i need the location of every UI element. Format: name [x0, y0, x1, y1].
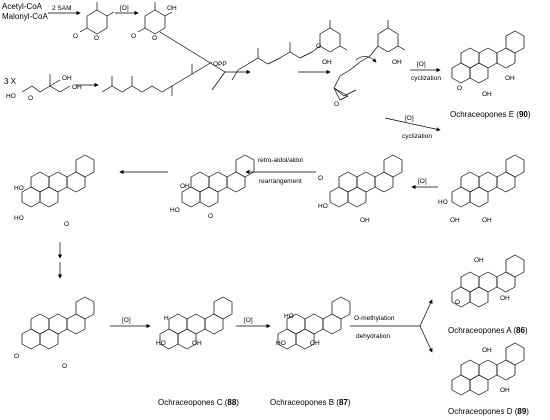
o-methylation-label: O-methylation [354, 315, 395, 322]
o-atom: O [64, 221, 69, 228]
oh-atom: OH [500, 295, 510, 302]
o-atom: O [334, 101, 339, 108]
oh-atom: OH [474, 257, 484, 264]
oh-atom: OH [392, 59, 402, 66]
compound-name: Ochraceopones A (86) [448, 326, 528, 335]
compound-ochraceopone-e: O OH OH Ochraceopones E (90) [450, 30, 531, 119]
o-atom: O [73, 33, 78, 40]
cyclization-label: cyclization [411, 75, 441, 82]
oh-atom: OH [62, 75, 72, 82]
o-atom: O [14, 353, 19, 360]
oh-atom: OH [310, 340, 320, 347]
ho-atom: HO [14, 215, 24, 222]
ho-atom: HO [14, 185, 24, 192]
o-atom: O [62, 363, 67, 370]
epoxide-intermediate: OH O [333, 19, 406, 108]
oxidation-label: [O] [120, 5, 129, 12]
intermediate-row2-left: HO HO O [14, 154, 95, 228]
compound-ochraceopone-d: OH OH Ochraceopones D (89) [448, 342, 529, 416]
oh-atom: OH [192, 340, 202, 347]
oh-atom: OH [500, 387, 510, 394]
ho-atom: HO [438, 199, 448, 206]
oh-atom: OH [72, 84, 82, 91]
o-atom: O [28, 95, 33, 102]
intermediate-row3-left: O O [14, 296, 95, 370]
ho-atom: HO [170, 207, 180, 214]
pyrone-intermediate-2: OH O O [131, 2, 177, 42]
oh-atom: OH [167, 5, 177, 12]
opp-label: OPP [213, 61, 227, 68]
acetyl-coa-label: Acetyl-CoA [2, 2, 43, 11]
dehydration-label: dehydration [356, 333, 390, 340]
oxidation-label: [O] [405, 115, 414, 122]
mevalonate: 3 X OH OH HO O [4, 74, 82, 102]
o-atom: O [131, 33, 136, 40]
oh-atom: OH [450, 217, 460, 224]
compound-ochraceopone-c: H HO OH Ochraceopones C (88) [156, 296, 239, 407]
retro-aldol-label-2: rearrangement [259, 178, 302, 185]
o-atom: O [316, 43, 321, 50]
oxidation-label: [O] [244, 317, 253, 324]
prenylated-pyrone: O OH [231, 19, 348, 81]
ho-atom: HO [284, 313, 294, 320]
intermediate-row2-middle: O OH HO [318, 154, 403, 224]
oh-atom: OH [482, 91, 492, 98]
sam-label: 2 SAM [52, 5, 72, 12]
pyrone-intermediate-1: O O [73, 2, 115, 42]
compound-name: Ochraceopones B (87) [270, 398, 351, 407]
ho-atom: HO [6, 93, 16, 100]
compound-name: Ochraceopones C (88) [158, 398, 239, 407]
h-atom: H [164, 315, 169, 322]
compound-ochraceopone-b: HO HO OH Ochraceopones B (87) [270, 296, 351, 407]
oh-atom: OH [360, 217, 370, 224]
oxidation-label: [O] [418, 178, 427, 185]
farnesyl-pyrophosphate: OPP [101, 61, 227, 96]
o-atom: O [208, 213, 213, 220]
compound-name: Ochraceopones D (89) [448, 407, 529, 416]
three-x-label: 3 X [4, 77, 17, 86]
oh-atom: OH [482, 217, 492, 224]
oxidation-label: [O] [417, 61, 426, 68]
malonyl-coa-label: Malonyl-CoA [2, 12, 48, 21]
cyclization-label: cyclization [402, 133, 432, 140]
intermediate-row2-bridged: OH HO O [170, 154, 255, 220]
intermediate-row2-right: OH OH HO [438, 154, 525, 224]
o-atom: O [318, 175, 323, 182]
starting-materials: Acetyl-CoA Malonyl-CoA 2 SAM [2, 2, 81, 21]
ho-atom: HO [318, 203, 328, 210]
retro-aldol-label-1: retro-aldol/aldol [258, 157, 303, 164]
ho-atom: HO [156, 340, 166, 347]
ho-atom: HO [276, 340, 286, 347]
oh-atom: OH [482, 347, 492, 354]
oxidation-label: [O] [122, 317, 131, 324]
oh-atom: OH [322, 59, 332, 66]
compound-name: Ochraceopones E (90) [450, 110, 531, 119]
oh-atom: OH [505, 75, 515, 82]
oh-atom: OH [180, 183, 190, 190]
o-atom: O [94, 35, 99, 42]
o-atom: O [457, 85, 462, 92]
compound-ochraceopone-a: OH OH O Ochraceopones A (86) [448, 254, 528, 335]
o-atom: O [152, 35, 157, 42]
methoxy-o-atom: O [455, 299, 460, 306]
